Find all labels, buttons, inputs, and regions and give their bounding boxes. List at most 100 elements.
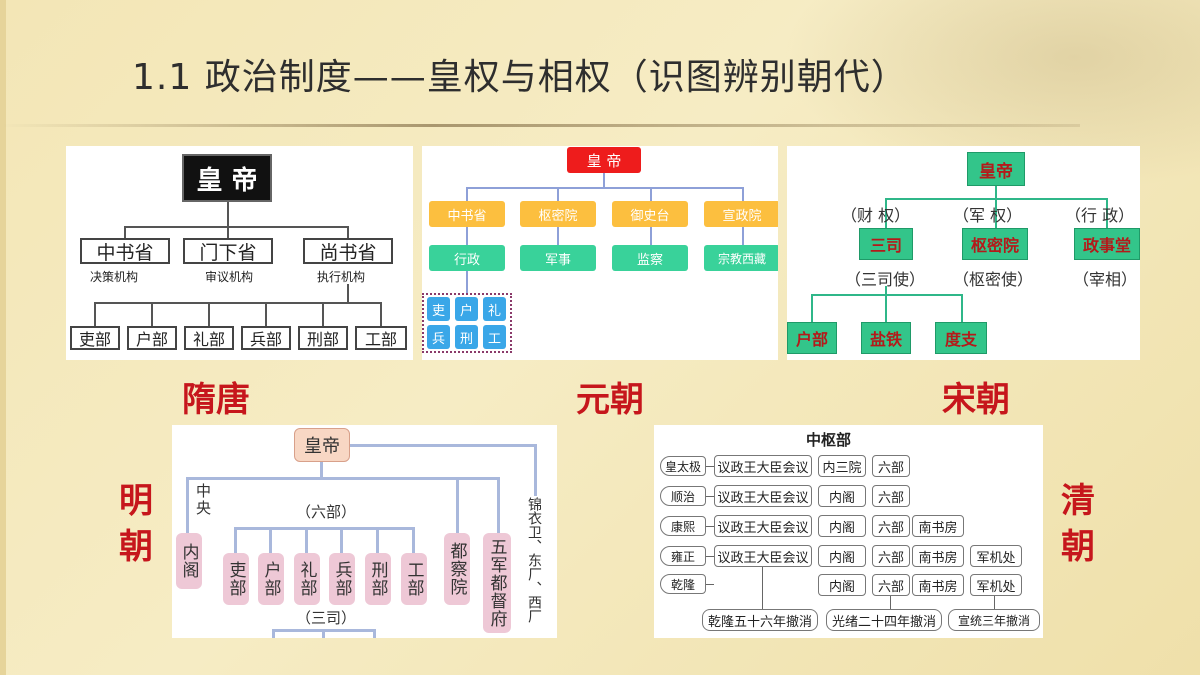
connector — [650, 187, 652, 201]
qing-org: 南书房 — [912, 574, 964, 596]
connector — [890, 596, 891, 609]
era-label-qing: 清 朝 — [1058, 478, 1098, 570]
qing-reign: 顺治 — [660, 486, 706, 506]
qing-abolish: 乾隆五十六年撤消 — [702, 609, 818, 631]
yuan-bu: 刑 — [455, 325, 478, 349]
qing-org: 六部 — [872, 574, 910, 596]
connector — [603, 173, 605, 187]
connector — [265, 302, 267, 326]
connector — [94, 302, 96, 326]
qing-reign: 皇太极 — [660, 456, 706, 476]
yuan-org: 枢密院 — [520, 201, 596, 227]
sui-tang-emperor: 皇 帝 — [182, 154, 272, 202]
qing-reign: 康熙 — [660, 516, 706, 536]
connector — [350, 444, 536, 447]
connector — [227, 202, 229, 226]
yuan-func: 行政 — [429, 245, 505, 271]
ming-sansi-label: （三司） — [296, 609, 357, 627]
qing-org: 南书房 — [912, 515, 964, 537]
ming-duchayuan: 都察院 — [444, 533, 470, 605]
yuan-diagram: 皇 帝 中书省 枢密院 御史台 宣政院 行政 军事 监察 宗教西藏 吏 户 礼 … — [422, 146, 778, 360]
connector — [650, 227, 652, 245]
qing-org: 六部 — [872, 515, 910, 537]
era-label-sui-tang: 隋唐 — [182, 380, 250, 420]
connector — [269, 527, 272, 553]
yuan-bu: 兵 — [427, 325, 450, 349]
era-char: 清 — [1061, 481, 1095, 521]
connector — [961, 294, 963, 322]
qing-org: 南书房 — [912, 545, 964, 567]
connector — [208, 302, 210, 326]
connector — [340, 527, 343, 553]
ming-emperor: 皇帝 — [294, 428, 350, 462]
connector — [322, 302, 324, 326]
connector — [272, 629, 275, 638]
qing-org: 六部 — [872, 455, 910, 477]
song-official: （宰相） — [1073, 270, 1138, 289]
era-char: 朝 — [1061, 527, 1095, 567]
yuan-bu: 户 — [455, 297, 478, 321]
connector — [124, 226, 126, 238]
yuan-bu: 礼 — [483, 297, 506, 321]
ming-neige: 内阁 — [176, 533, 202, 589]
sui-tang-diagram: 皇 帝 中书省 门下省 尚书省 决策机构 审议机构 执行机构 吏部 户部 礼部 … — [66, 146, 413, 360]
bu-box: 工部 — [355, 326, 407, 350]
qing-diagram: 中枢部 皇太极 顺治 康熙 雍正 乾隆 议政王大臣会议 内三院 六部 议政王大臣… — [654, 425, 1043, 638]
qing-yizheng: 议政王大臣会议 — [714, 515, 812, 537]
ming-central-label: 中央 — [196, 482, 212, 517]
connector — [466, 187, 743, 189]
connector — [124, 226, 348, 228]
connector — [497, 477, 500, 533]
ming-bu: 兵部 — [329, 553, 355, 605]
song-org: 政事堂 — [1074, 228, 1140, 260]
era-label-yuan: 元朝 — [576, 380, 644, 420]
yuan-func: 军事 — [520, 245, 596, 271]
connector — [320, 462, 323, 478]
connector — [742, 227, 744, 245]
connector — [885, 198, 887, 228]
connector — [885, 286, 887, 294]
connector — [186, 477, 189, 533]
bu-box: 吏部 — [70, 326, 120, 350]
yuan-func: 宗教西藏 — [704, 245, 778, 271]
connector — [706, 466, 714, 467]
song-power: （军 权） — [953, 206, 1023, 225]
connector — [412, 527, 415, 553]
song-org: 枢密院 — [962, 228, 1028, 260]
connector — [995, 186, 997, 198]
qing-yizheng: 议政王大臣会议 — [714, 455, 812, 477]
ming-bu: 刑部 — [365, 553, 391, 605]
connector — [706, 526, 714, 527]
connector — [466, 187, 468, 201]
ming-diagram: 皇帝 中央 （六部） 锦衣卫、东厂、西厂 内阁 都察院 五军都督府 吏部 户部 … — [172, 425, 557, 638]
song-sub: 度支 — [935, 322, 987, 354]
connector — [1106, 198, 1108, 228]
yuan-liubu-group — [422, 293, 512, 353]
connector — [456, 477, 459, 533]
era-label-ming: 明 朝 — [116, 478, 156, 570]
era-char: 明 — [119, 481, 153, 521]
connector — [234, 527, 237, 553]
ming-bu: 吏部 — [223, 553, 249, 605]
connector — [322, 629, 325, 638]
connector — [811, 294, 963, 296]
qing-abolish: 宣统三年撤消 — [948, 609, 1040, 631]
connector — [376, 527, 379, 553]
ming-bu: 工部 — [401, 553, 427, 605]
yuan-org: 御史台 — [612, 201, 688, 227]
qing-yizheng: 议政王大臣会议 — [714, 545, 812, 567]
qing-reign: 雍正 — [660, 546, 706, 566]
sheng-role: 决策机构 — [90, 270, 139, 284]
connector — [706, 556, 714, 557]
sheng-box: 尚书省 — [303, 238, 393, 264]
yuan-bu: 吏 — [427, 297, 450, 321]
connector — [151, 302, 153, 326]
qing-org: 六部 — [872, 485, 910, 507]
title-underline — [0, 124, 1080, 127]
ming-liubu-label: （六部） — [296, 503, 357, 521]
connector — [995, 198, 997, 228]
connector — [94, 302, 382, 304]
qing-org: 内阁 — [818, 545, 866, 567]
song-official: （三司使） — [845, 270, 926, 289]
yuan-org: 宣政院 — [704, 201, 778, 227]
